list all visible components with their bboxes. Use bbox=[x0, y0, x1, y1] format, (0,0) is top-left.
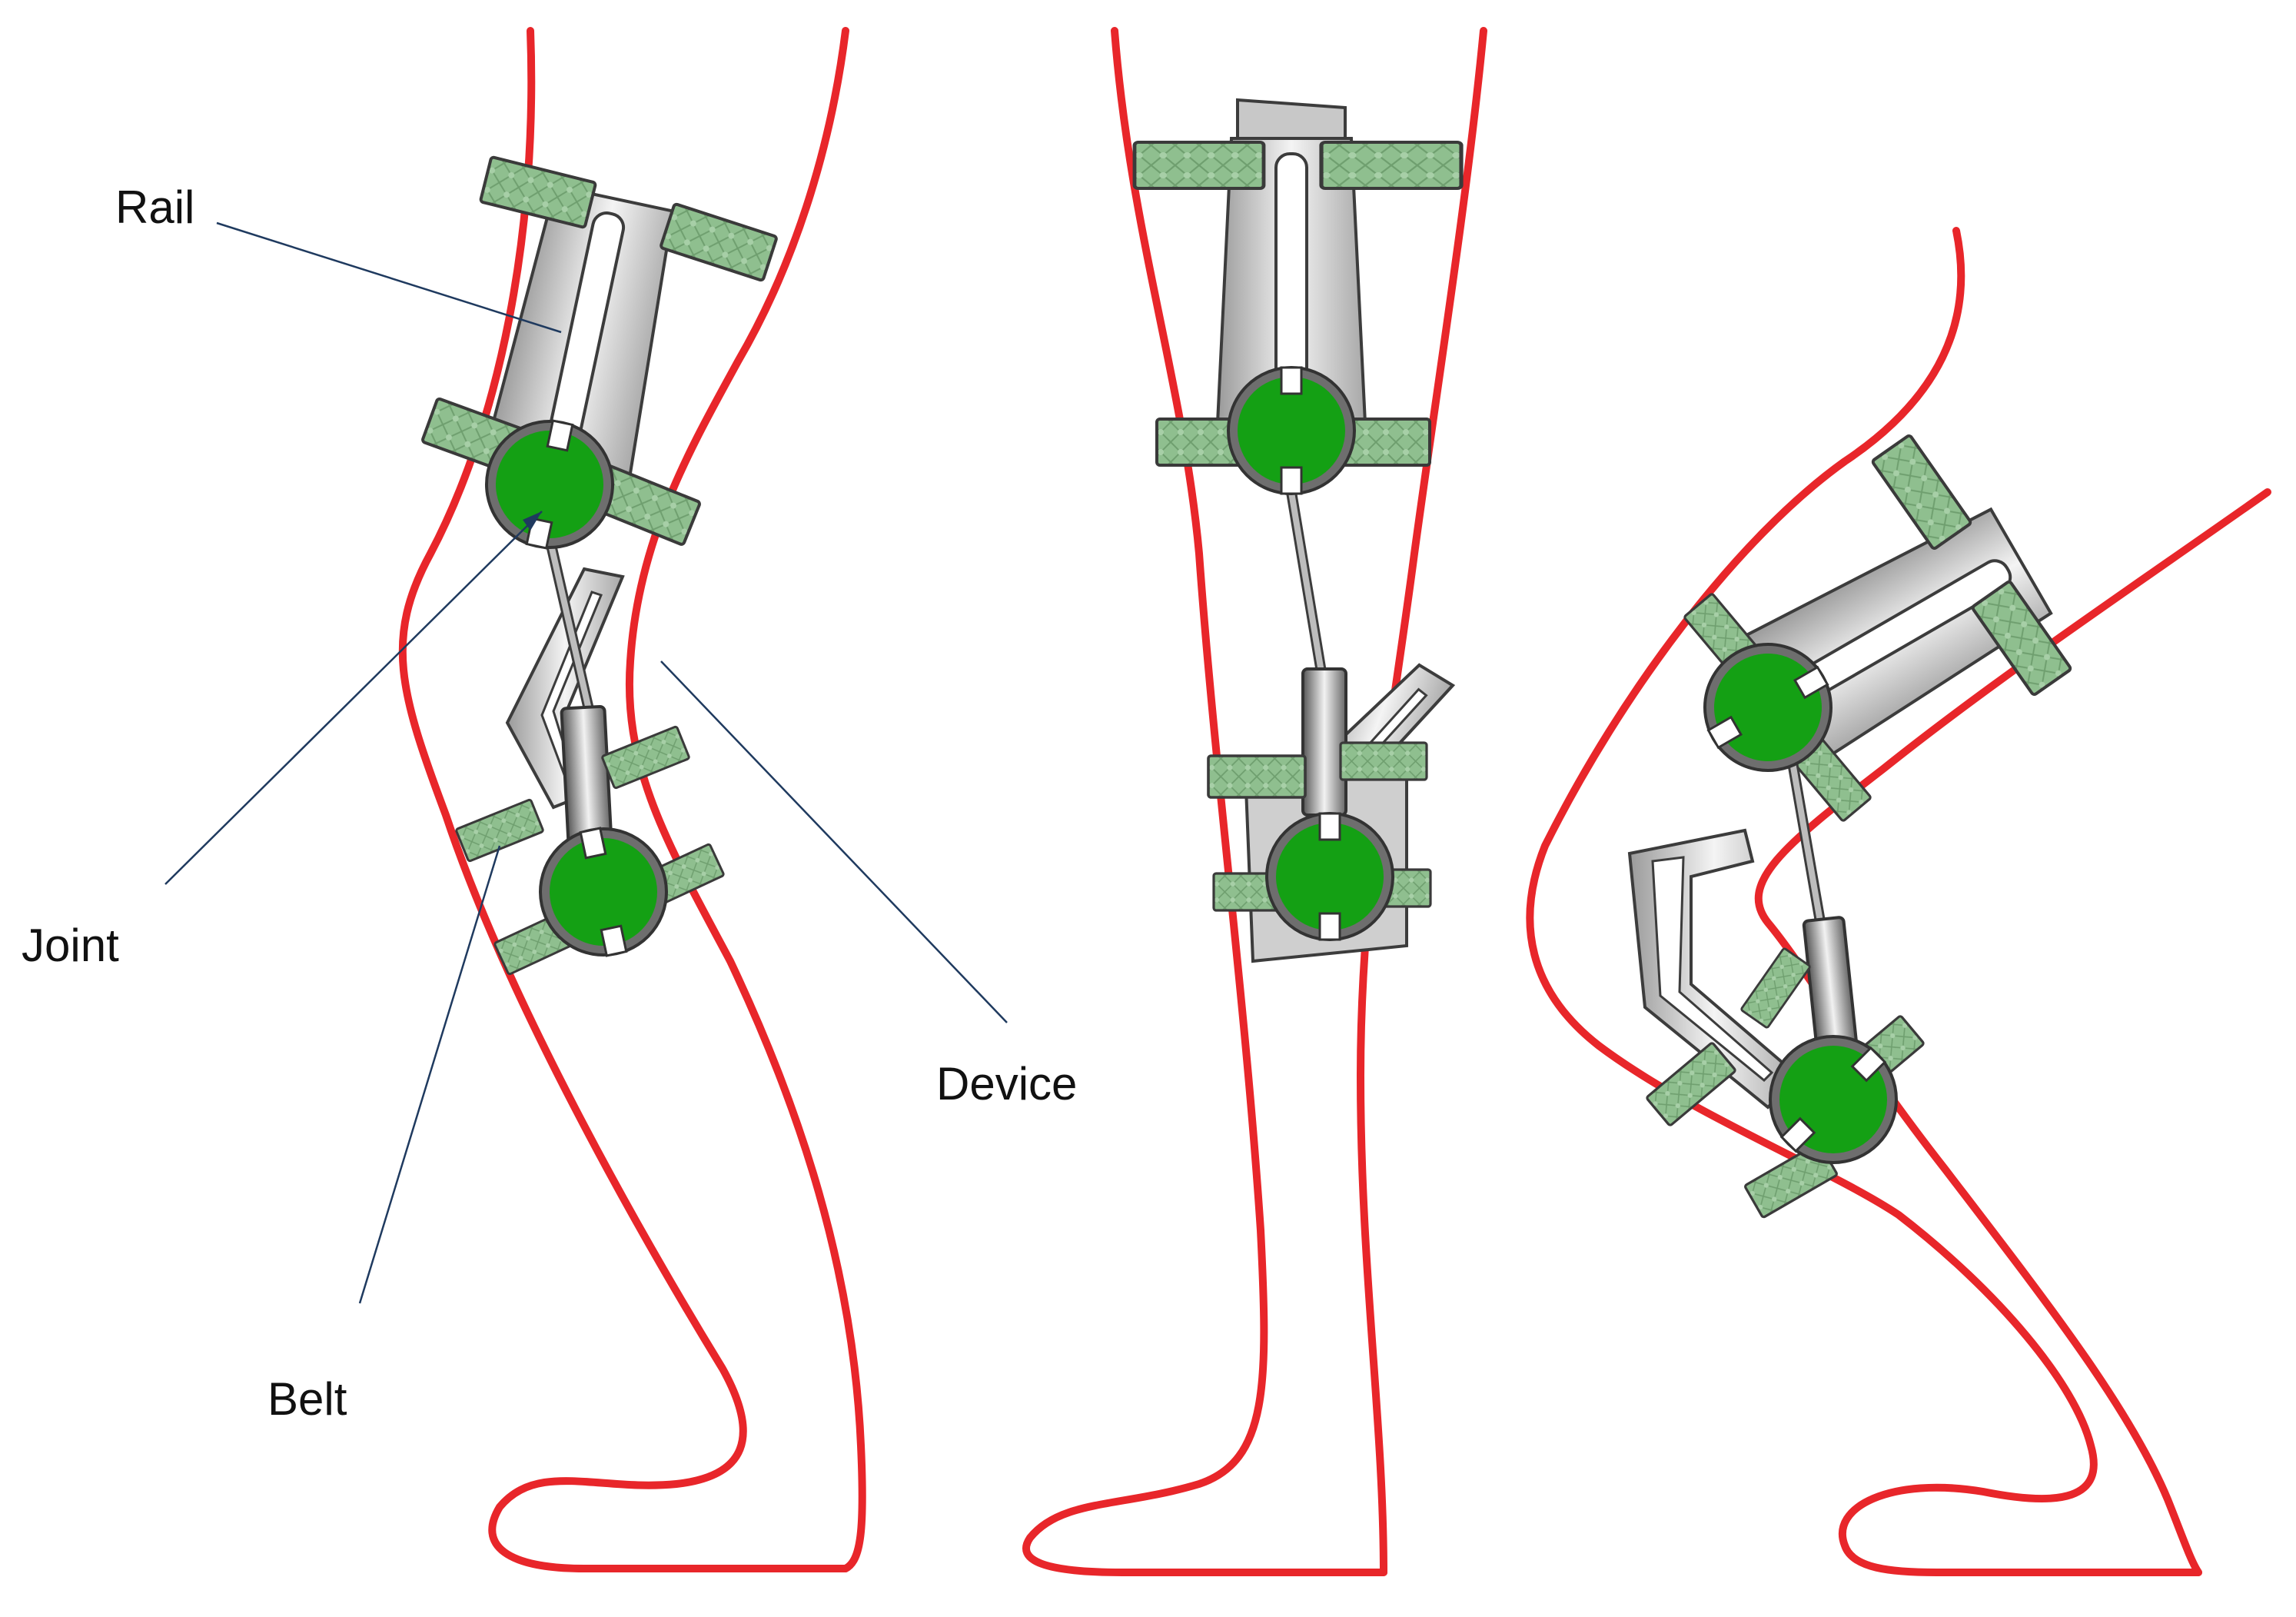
label-belt: Belt bbox=[267, 1373, 347, 1425]
belt-shin-right-3 bbox=[1739, 947, 1812, 1030]
belt-shin-right-2 bbox=[1339, 741, 1428, 781]
label-rail: Rail bbox=[115, 181, 194, 233]
rail-upper-2 bbox=[1216, 98, 1367, 424]
belt-shin-left-1 bbox=[454, 797, 545, 863]
leg-outline-back bbox=[398, 27, 849, 1572]
joint-lower-2 bbox=[1265, 812, 1394, 941]
figure-1-extended-leg bbox=[398, 27, 866, 1572]
leader-device bbox=[660, 660, 1008, 1023]
figure-2-straight-leg bbox=[1022, 27, 1487, 1576]
belt-thigh-top-left-2 bbox=[1135, 142, 1264, 188]
label-device: Device bbox=[936, 1058, 1077, 1110]
leg-outline-front bbox=[626, 27, 866, 1572]
joint-arrowhead bbox=[523, 511, 542, 531]
rail-lower-bent-3 bbox=[1627, 828, 1801, 1110]
leg-outline-back bbox=[1022, 27, 1387, 1576]
belt-thigh-top-right-2 bbox=[1321, 142, 1461, 188]
figure-3-flexed-knee bbox=[1526, 227, 2271, 1576]
device-piston-1 bbox=[544, 537, 613, 849]
label-joint: Joint bbox=[22, 920, 119, 971]
device-piston-3 bbox=[1786, 752, 1859, 1053]
leader-joint bbox=[164, 511, 543, 885]
belt-thigh-top-left-1 bbox=[478, 155, 598, 230]
leader-rail bbox=[216, 221, 562, 334]
joint-upper-2 bbox=[1227, 366, 1356, 495]
device-piston-2 bbox=[1286, 491, 1347, 817]
leader-lines bbox=[164, 221, 1008, 1304]
belt-thigh-top-right-1 bbox=[659, 201, 779, 283]
belt-thigh-top-left-3 bbox=[1870, 433, 1973, 551]
belt-shin-left-2 bbox=[1207, 754, 1307, 799]
leader-belt bbox=[358, 845, 501, 1304]
